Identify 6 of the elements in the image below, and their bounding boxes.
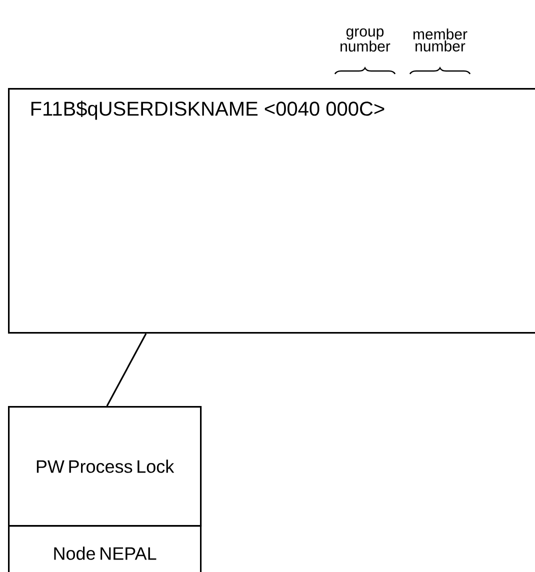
node-box: Node NEPAL [8,525,202,572]
record-box: F11B$qUSERDISKNAME <0040 000C> [8,88,535,334]
lock-box: PW Process Lock [8,406,202,527]
field-label: group number [340,28,390,52]
field-label: member number [414,28,468,52]
connector-line [106,333,147,406]
